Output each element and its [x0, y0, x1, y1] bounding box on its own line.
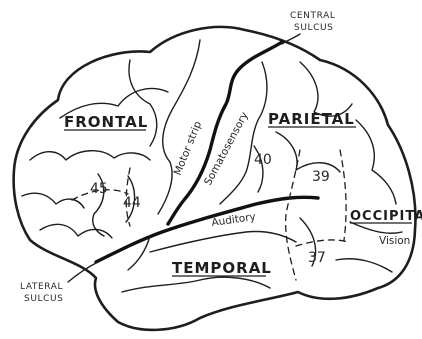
frontal-gyrus-3: [22, 193, 84, 208]
area-boundary-5: [296, 240, 348, 246]
frontal-gyrus-5: [129, 60, 157, 146]
temporal-gyrus-2: [122, 277, 270, 292]
parietal-gyrus-2: [276, 132, 340, 172]
area-39-label: 39: [312, 169, 330, 185]
area-40-label: 40: [254, 152, 272, 168]
lateral-sulcus-label-line-2: SULCUS: [24, 294, 64, 304]
parietal-gyrus-3: [356, 120, 396, 204]
temporal-gyrus-1: [150, 231, 296, 252]
lateral-sulcus-leader: [68, 262, 98, 282]
frontal-gyrus-2: [30, 151, 150, 160]
area-45-label: 45: [90, 181, 108, 197]
area-boundary-4: [340, 150, 346, 240]
central-sulcus-label-line-2: SULCUS: [294, 23, 334, 33]
central-sulcus-leader: [282, 34, 300, 44]
area-37-label: 37: [308, 250, 326, 266]
central-sulcus-label-line-1: CENTRAL: [290, 11, 335, 21]
temporal-label: TEMPORAL: [172, 259, 272, 277]
frontal-gyrus-4: [40, 224, 112, 238]
motor-strip-label: Motor strip: [172, 119, 205, 177]
occipital-gyrus-2: [336, 259, 392, 272]
occipital-label: OCCIPITAL: [350, 209, 422, 224]
vision-label: Vision: [379, 235, 410, 247]
parietal-label: PARIETAL: [268, 110, 355, 128]
area-44-label: 44: [123, 195, 141, 211]
lateral-sulcus-label-line-1: LATERAL: [20, 282, 63, 292]
frontal-label: FRONTAL: [64, 113, 148, 131]
